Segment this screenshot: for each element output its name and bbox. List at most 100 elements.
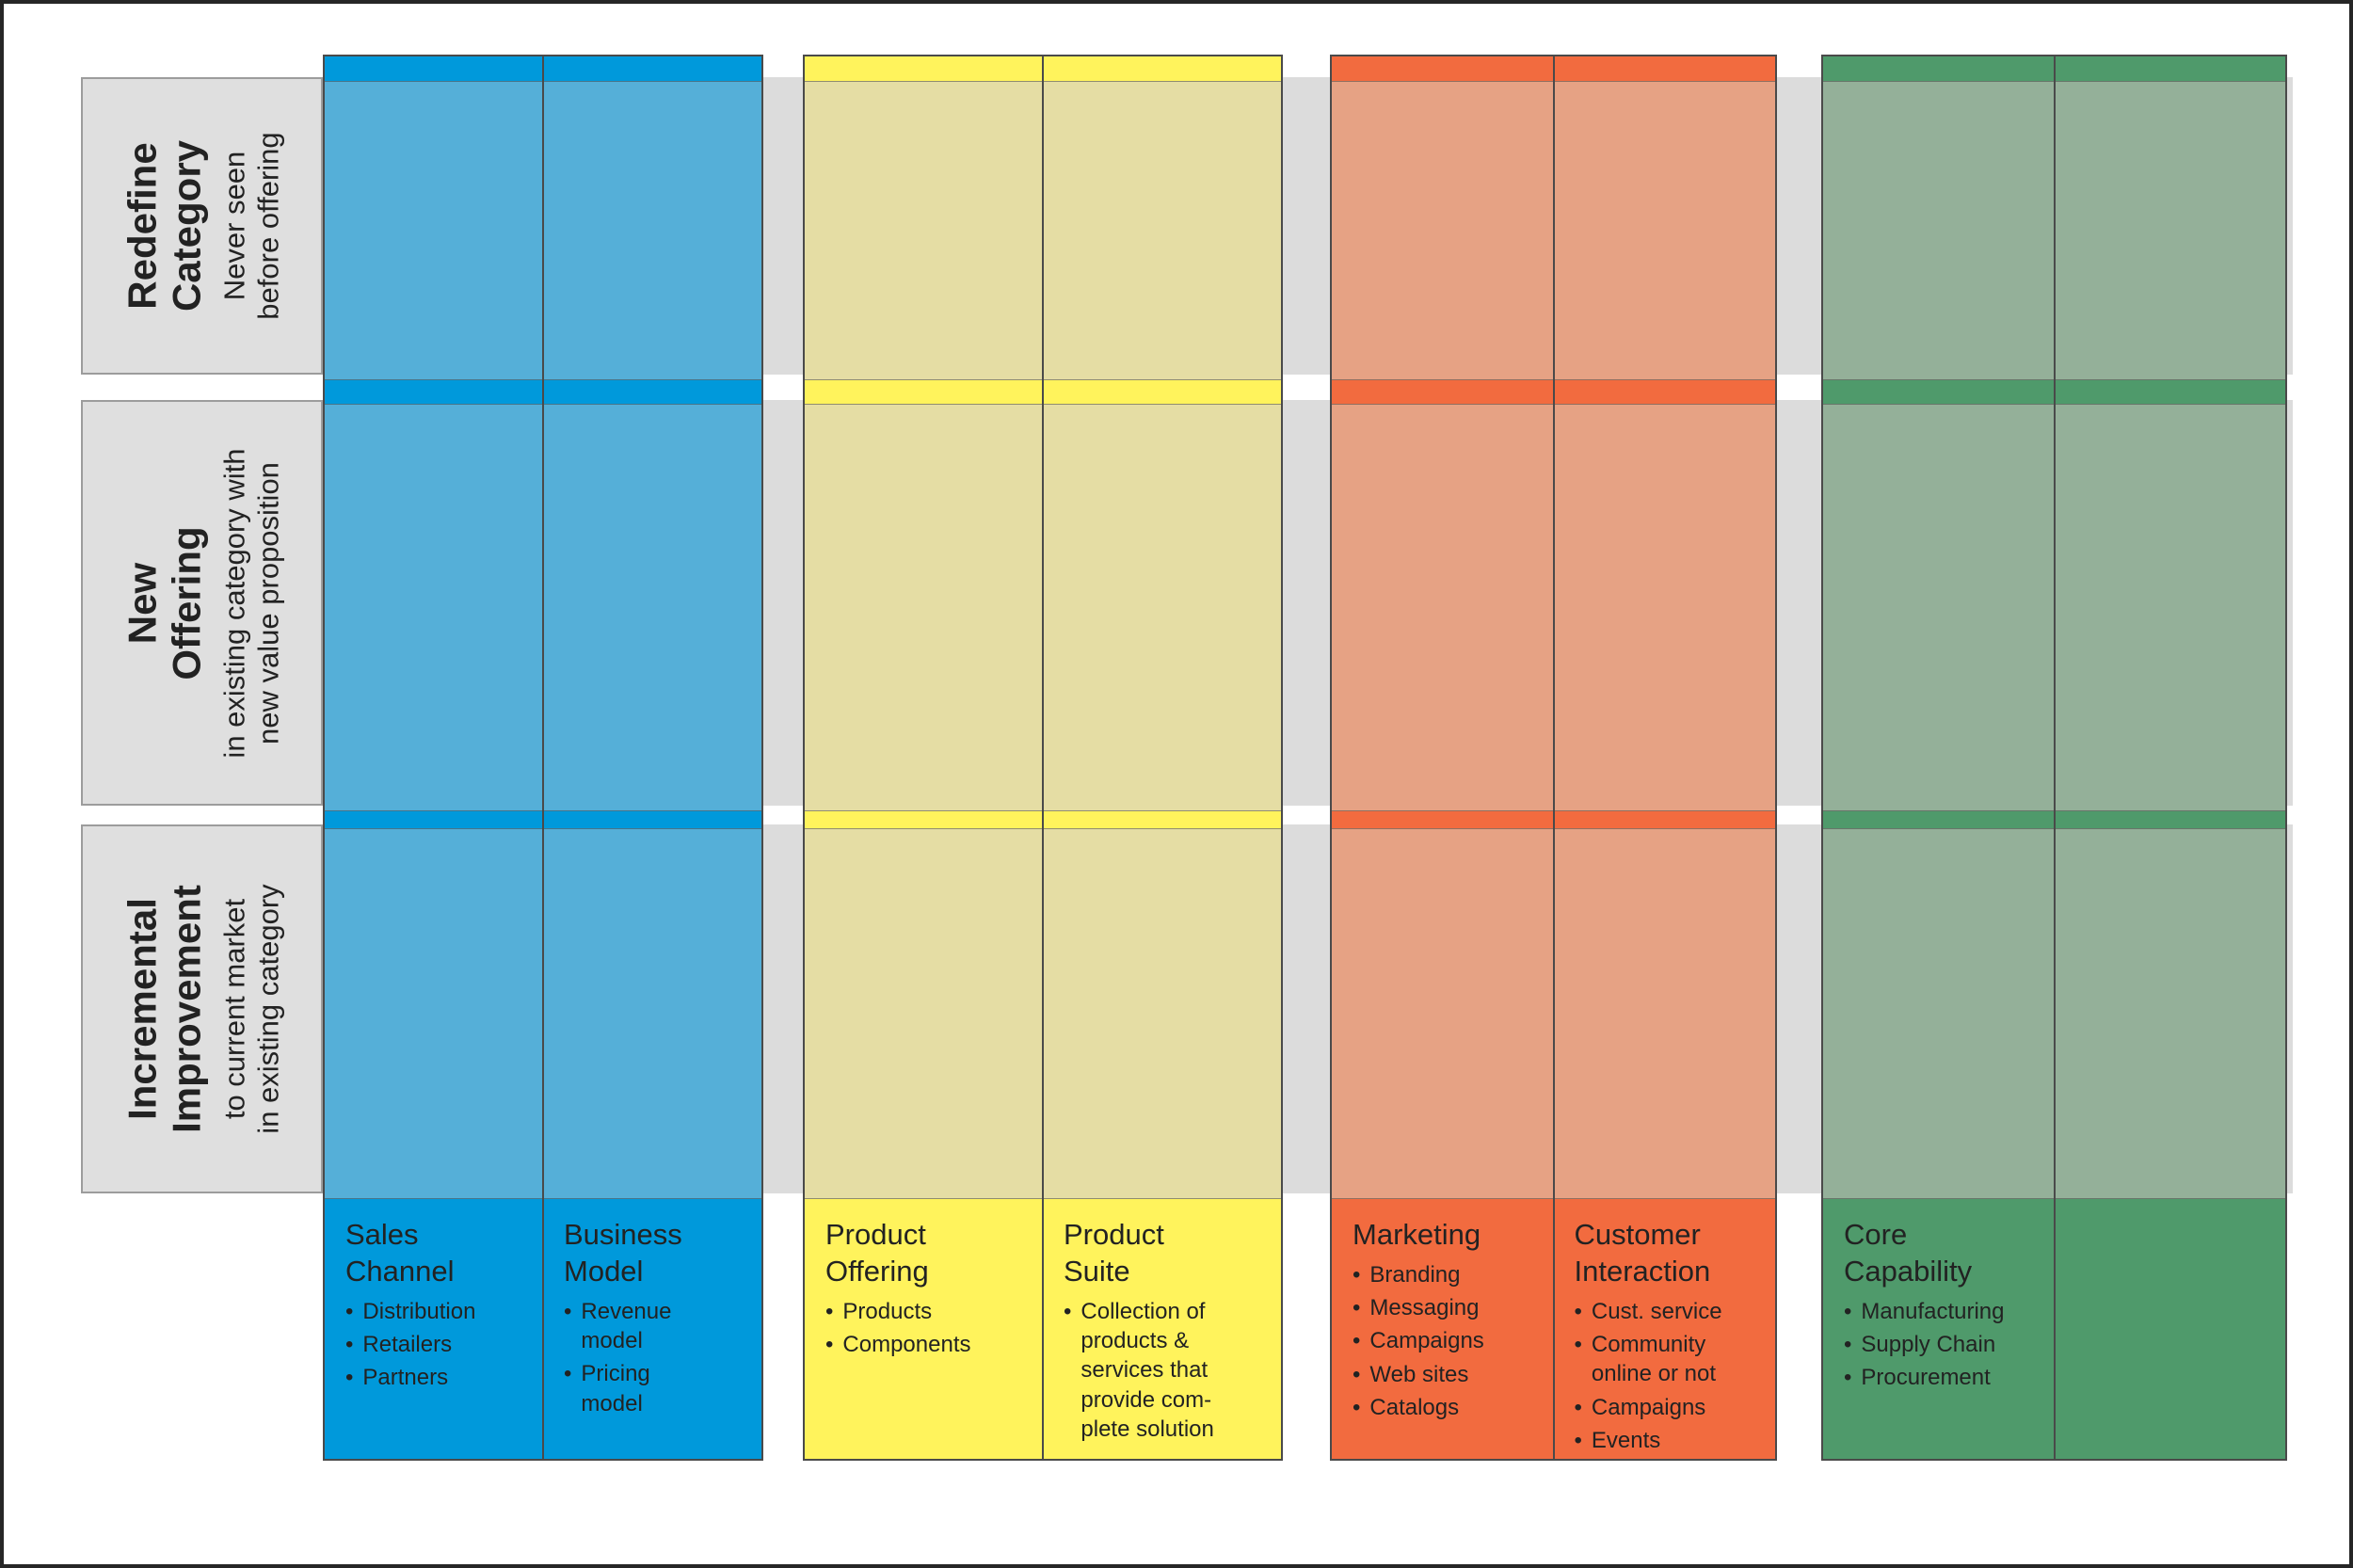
bullet-text: Messaging <box>1369 1295 1480 1321</box>
bullet-text: Events <box>1591 1427 1661 1453</box>
bullet-item: • Campaigns <box>1353 1326 1543 1355</box>
footer-title: Marketing <box>1353 1218 1481 1251</box>
bullet-text: Products <box>842 1299 933 1325</box>
bullet-text: Procurement <box>1861 1365 1991 1391</box>
bullet-item: • Procurement <box>1844 1363 2043 1392</box>
bullet-item: • Pricing model <box>564 1359 750 1417</box>
bullet-item: • Events <box>1575 1426 1765 1455</box>
bullet-item: • Revenue model <box>564 1297 750 1355</box>
footer-title: Product Offering <box>825 1218 929 1288</box>
footer-title: Product Suite <box>1064 1218 1164 1288</box>
bullet-list: •Cust. service •Community online or not … <box>1575 1297 1765 1455</box>
footer-title: Business Model <box>564 1218 682 1288</box>
bullet-list: •Collection of products & services that … <box>1064 1297 1270 1444</box>
bullet-item: • Manufacturing <box>1844 1297 2043 1326</box>
footer-title: Customer Interaction <box>1574 1218 1711 1288</box>
bullet-list: • Distribution • Retailers • Partners <box>345 1297 532 1393</box>
bullet-item: • Community online or not <box>1575 1330 1765 1388</box>
bullet-item: • Products <box>825 1297 1032 1326</box>
bullet-dot: • <box>1844 1365 1852 1391</box>
row-label-content: Redefine Category Never seen before offe… <box>87 85 317 367</box>
bullet-item: • Retailers <box>345 1330 532 1359</box>
footer-product: Product Offering • Products •Components P… <box>805 1197 1281 1459</box>
row-label-title: New Offering <box>119 525 208 680</box>
bullet-item: • Catalogs <box>1353 1393 1543 1422</box>
column-divider <box>542 56 544 1459</box>
column-group-core-capability: Core Capability •Manufacturing •Supply C… <box>1821 55 2287 1461</box>
bullet-text: Community online or not <box>1591 1332 1716 1387</box>
footer-column-sales-channel: Sales Channel • Distribution • Retailers •… <box>325 1197 543 1459</box>
bullet-list: • Manufacturing • Supply Chain • Procuremen… <box>1844 1297 2043 1393</box>
bullet-item: • Branding <box>1353 1260 1543 1289</box>
bullet-list: • Products •Components <box>825 1297 1032 1359</box>
bullet-dot: • <box>1574 1299 1582 1325</box>
bullet-dot: • <box>1574 1332 1582 1358</box>
bullet-dot: • <box>1353 1262 1361 1288</box>
bullet-item: • Web sites <box>1353 1360 1543 1389</box>
bullet-text: Manufacturing <box>1861 1299 2005 1325</box>
bullet-text: Cust. service <box>1591 1299 1722 1325</box>
row-label-title: Redefine Category <box>119 139 208 312</box>
footer-column-customer-interaction: Customer Interaction • Cust. service • Com… <box>1554 1197 1776 1459</box>
bullet-item: • Campaigns <box>1575 1393 1765 1422</box>
bullet-item: • Messaging <box>1353 1293 1543 1322</box>
bullet-dot: • <box>1353 1361 1361 1387</box>
bullet-text: Catalogs <box>1369 1394 1460 1420</box>
column-group-product: Product Offering • Products •Components P… <box>803 55 1283 1461</box>
footer-sales-business: Sales Channel • Distribution • Retailers •… <box>325 1197 761 1459</box>
footer-column-product-suite: Product Suite •Collection of products & … <box>1043 1197 1281 1459</box>
bullet-item: • Cust. service <box>1575 1297 1765 1326</box>
bullet-dot: • <box>1574 1394 1582 1420</box>
bullet-text: Retailers <box>362 1332 453 1358</box>
bullet-dot: • <box>1353 1394 1361 1420</box>
bullet-text: Revenue model <box>581 1299 672 1354</box>
row-label-new-offering: New Offering in existing category with n… <box>81 400 323 806</box>
row-label-subtitle: to current market in existing category <box>216 884 284 1134</box>
bullet-item: • Partners <box>345 1363 532 1392</box>
footer-marketing-customer: Marketing • Branding • Messaging • Campaign… <box>1332 1197 1775 1459</box>
row-label-incremental-improvement: Incremental Improvement to current marke… <box>81 824 323 1193</box>
row-label-title: Incremental Improvement <box>119 885 208 1133</box>
column-divider <box>1552 56 1555 1459</box>
bullet-item: •Collection of products & services that … <box>1064 1297 1270 1444</box>
footer-column-business-model: Business Model • Revenue model • Pricing m… <box>543 1197 761 1459</box>
bullet-text: Distribution <box>362 1299 476 1325</box>
bullet-text: Partners <box>362 1365 449 1391</box>
row-label-content: Incremental Improvement to current marke… <box>87 829 317 1189</box>
row-label-content: New Offering in existing category with n… <box>87 406 317 801</box>
bullet-text: Campaigns <box>1591 1394 1706 1420</box>
bullet-dot: • <box>1064 1299 1072 1325</box>
footer-title: Sales Channel <box>345 1218 455 1288</box>
bullet-dot: • <box>1353 1328 1361 1354</box>
bullet-text: Pricing model <box>581 1361 650 1416</box>
bullet-dot: • <box>1844 1332 1852 1358</box>
bullet-text: Web sites <box>1369 1361 1469 1387</box>
column-divider <box>2053 56 2056 1459</box>
bullet-dot: • <box>345 1365 354 1391</box>
bullet-dot: • <box>345 1332 354 1358</box>
column-group-marketing-customer: Marketing • Branding • Messaging • Campaign… <box>1330 55 1777 1461</box>
column-divider <box>1042 56 1044 1459</box>
bullet-dot: • <box>825 1332 834 1358</box>
footer-column-empty <box>2055 1197 2286 1459</box>
bullet-dot: • <box>345 1299 354 1325</box>
column-group-sales-business: Sales Channel • Distribution • Retailers •… <box>323 55 763 1461</box>
bullet-text: Supply Chain <box>1861 1332 1996 1358</box>
bullet-dot: • <box>564 1299 572 1325</box>
footer-column-marketing: Marketing • Branding • Messaging • Campaign… <box>1332 1197 1554 1459</box>
footer-column-product-offering: Product Offering • Products •Components <box>805 1197 1043 1459</box>
row-label-redefine-category: Redefine Category Never seen before offe… <box>81 77 323 375</box>
bullet-text: Branding <box>1369 1262 1461 1288</box>
row-label-subtitle: in existing category with new value prop… <box>216 447 284 759</box>
bullet-item: • Distribution <box>345 1297 532 1326</box>
bullet-dot: • <box>1353 1295 1361 1321</box>
bullet-text: Campaigns <box>1369 1328 1484 1354</box>
bullet-dot: • <box>1844 1299 1852 1325</box>
bullet-dot: • <box>825 1299 834 1325</box>
bullet-dot: • <box>564 1361 572 1387</box>
row-label-subtitle: Never seen before offering <box>216 132 284 320</box>
bullet-list: • Branding • Messaging • Campaigns • Web sit… <box>1353 1260 1543 1422</box>
bullet-dot: • <box>1574 1427 1582 1453</box>
bullet-item: •Components <box>825 1330 1032 1359</box>
